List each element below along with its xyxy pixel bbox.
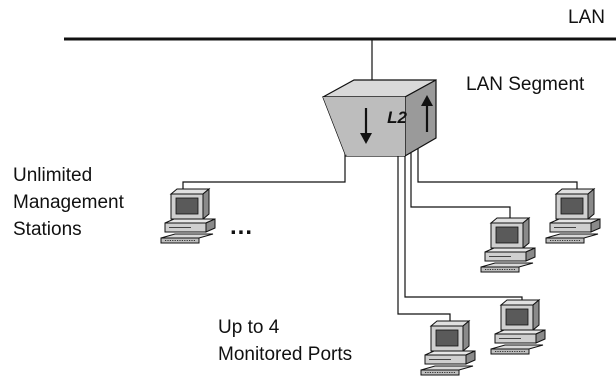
monitored-port-workstation-icon-1 <box>545 188 601 244</box>
port-link-2 <box>410 150 511 219</box>
lan-segment-label: LAN Segment <box>466 74 585 95</box>
more-stations-ellipsis: ... <box>230 213 254 240</box>
monitored-port-workstation-icon-4 <box>420 320 476 376</box>
ports-label-line-2: Monitored Ports <box>218 344 353 365</box>
connection-lines <box>182 138 578 322</box>
management-label-line-2: Management <box>13 192 124 213</box>
down-arrow-icon <box>360 108 372 144</box>
lan-label: LAN <box>568 7 605 28</box>
management-label-line-3: Stations <box>13 219 82 240</box>
monitored-port-workstation-icon-3 <box>490 299 546 355</box>
switch-label: L2 <box>387 108 407 127</box>
switch-box-icon: L2 <box>322 78 437 158</box>
management-link <box>182 138 346 192</box>
up-arrow-icon <box>421 95 433 132</box>
management-label-line-1: Unlimited <box>13 165 93 186</box>
port-link-1 <box>417 148 578 195</box>
port-link-4 <box>397 152 451 322</box>
management-station-workstation-icon <box>160 188 216 244</box>
ports-label-line-1: Up to 4 <box>218 317 280 338</box>
monitored-port-workstation-icon-2 <box>480 217 536 273</box>
